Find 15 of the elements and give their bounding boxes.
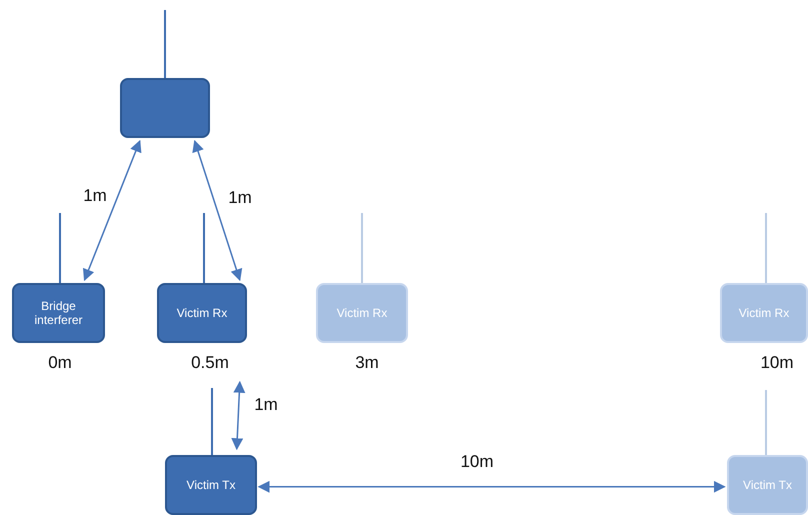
distance-label: 0.5m — [191, 353, 229, 373]
distance-label: 3m — [355, 353, 379, 373]
device-box: Victim Tx — [165, 455, 257, 515]
distance-label: 10m — [760, 353, 794, 373]
double-arrow — [258, 480, 726, 493]
device-box: Victim Rx — [720, 283, 808, 343]
double-arrow — [192, 140, 242, 282]
device-box: Victim Rx — [157, 283, 247, 343]
device-box: Victim Rx — [316, 283, 408, 343]
distance-label: 0m — [48, 353, 72, 373]
double-arrow — [231, 380, 246, 450]
empty-device-box — [120, 78, 210, 138]
device-box: Victim Tx — [727, 455, 808, 515]
device-box: Bridge interferer — [12, 283, 105, 343]
double-arrow — [82, 140, 142, 282]
